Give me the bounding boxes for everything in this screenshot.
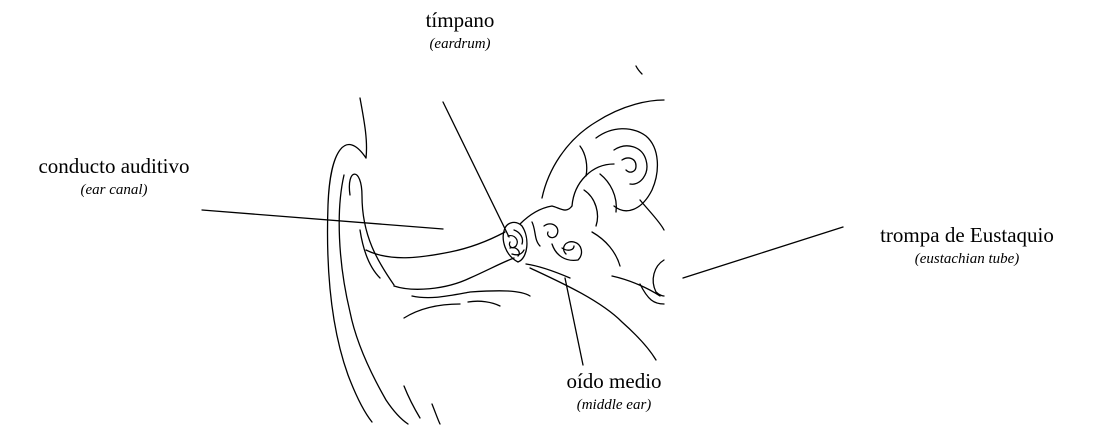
label-eardrum: tímpano (eardrum) [400, 10, 520, 52]
label-eustachian-tube-english: (eustachian tube) [836, 252, 1094, 267]
leader-line-trompa [683, 227, 843, 278]
leader-line-oido [565, 278, 583, 365]
label-ear-canal: conducto auditivo (ear canal) [4, 156, 224, 198]
label-eardrum-spanish: tímpano [400, 10, 520, 31]
label-middle-ear: oído medio (middle ear) [544, 371, 684, 413]
leader-line-timpano [443, 102, 509, 237]
label-ear-canal-spanish: conducto auditivo [4, 156, 224, 177]
leader-line-conducto [202, 210, 443, 229]
eardrum-drawing [503, 222, 527, 262]
label-eustachian-tube-spanish: trompa de Eustaquio [836, 225, 1094, 246]
label-eardrum-english: (eardrum) [400, 37, 520, 52]
inner-ear-drawing [542, 66, 664, 304]
label-eustachian-tube: trompa de Eustaquio (eustachian tube) [836, 225, 1094, 267]
outer-ear-drawing [328, 98, 440, 424]
label-ear-canal-english: (ear canal) [4, 183, 224, 198]
label-middle-ear-english: (middle ear) [544, 398, 684, 413]
ear-canal-drawing [366, 232, 514, 289]
label-middle-ear-spanish: oído medio [544, 371, 684, 392]
